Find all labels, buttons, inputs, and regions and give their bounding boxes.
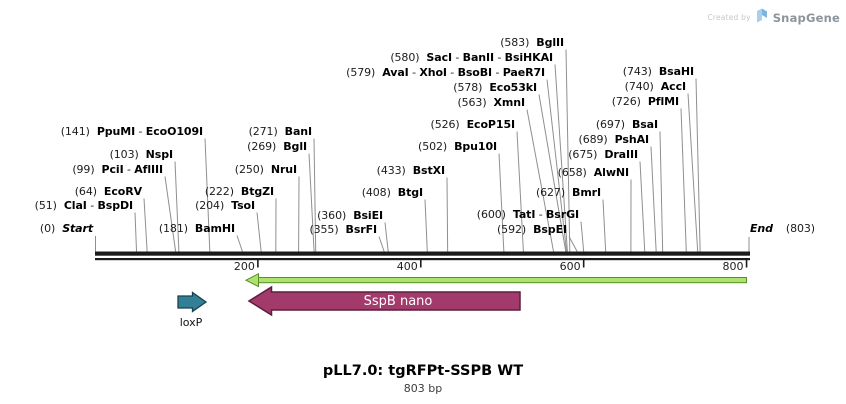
leader-line [174, 161, 180, 252]
leader-line [639, 161, 646, 252]
enzyme-site-label: (103)NspI [109, 148, 174, 161]
enzyme-site-label: (579)AvaI - XhoI - BsoBI - PaeR7I [346, 66, 545, 79]
enzyme-site-label: (580)SacI - BanII - BsiHKAI [390, 51, 553, 64]
leader-line [602, 199, 607, 252]
leader-line [687, 93, 699, 252]
leader-line [446, 177, 449, 252]
leader-line [308, 153, 315, 252]
watermark: Created by SnapGene [707, 8, 840, 27]
enzyme-site-label: (583)BglII [500, 36, 564, 49]
leader-line [554, 64, 568, 252]
enzyme-site-label: (64)EcoRV [74, 185, 142, 198]
leader-line [516, 131, 524, 252]
enzyme-site-label: (726)PflMI [611, 95, 679, 108]
leader-line [378, 236, 385, 252]
enzyme-site-label: (600)TatI - BsrGI [476, 208, 579, 221]
ruler-tick-label: 400 [396, 260, 418, 273]
leader-line [659, 131, 664, 252]
leader-line [526, 109, 555, 252]
leader-line [164, 176, 177, 252]
enzyme-site-label: (355)BsrFI [309, 223, 377, 236]
enzyme-site-label: (697)BsaI [595, 118, 658, 131]
ruler-bar-bottom [95, 258, 750, 261]
leader-line [313, 138, 317, 252]
enzyme-site-label: (408)BtgI [361, 186, 423, 199]
enzyme-site-label: (675)DraIII [568, 148, 638, 161]
leader-line [236, 235, 243, 252]
snapgene-brand-text: SnapGene [772, 10, 840, 25]
leader-line [695, 78, 701, 252]
enzyme-site-label: (360)BsiEI [317, 209, 383, 222]
leader-line [580, 221, 585, 252]
plasmid-title: pLL7.0: tgRFPt-SSPB WT [322, 363, 524, 379]
enzyme-site-label: (627)BmrI [535, 186, 601, 199]
enzyme-site-label: (271)BanI [248, 125, 313, 138]
enzyme-site-label: (743)BsaHI [622, 65, 694, 78]
enzyme-site-label: (250)NruI [234, 163, 297, 176]
green-span-arrow-shaft [257, 277, 747, 284]
leader-line [568, 236, 578, 252]
enzyme-site-label: (269)BglI [247, 140, 307, 153]
leader-line [384, 222, 389, 252]
ruler-bar-top [95, 251, 750, 256]
ruler-tick-label: 200 [233, 260, 255, 273]
enzyme-site-label: (433)BstXI [376, 164, 445, 177]
leader-line [204, 138, 211, 252]
loxp-arrow [177, 291, 208, 313]
leader-line [650, 146, 657, 252]
enzyme-site-label: (740)AccI [624, 80, 686, 93]
enzyme-site-label: (204)TsoI [195, 199, 255, 212]
leader-line [256, 212, 262, 252]
ruler-tick-label: 600 [559, 260, 581, 273]
plasmid-length: 803 bp [403, 382, 443, 395]
feature-label-sspb-nano: SspB nano [363, 293, 433, 309]
enzyme-site-label: (181)BamHI [158, 222, 235, 235]
enzyme-site-label: (222)BtgZI [204, 185, 274, 198]
snapgene-logo-icon [756, 8, 768, 27]
sspb-nano-arrow [247, 285, 521, 317]
end-label: End(803) [750, 222, 816, 235]
created-by-text: Created by [707, 13, 751, 22]
green-span-arrowhead [244, 272, 259, 288]
enzyme-site-label: (689)PshAI [578, 133, 650, 146]
leader-line [424, 199, 428, 252]
enzyme-site-label: (141)PpuMI - EcoO109I [60, 125, 203, 138]
leader-line [680, 108, 687, 252]
enzyme-site-label: (51)ClaI - BspDI [34, 199, 133, 212]
leader-line [134, 212, 138, 252]
enzyme-site-label: (658)AlwNI [557, 166, 629, 179]
enzyme-site-label: (592)BspEI [496, 223, 567, 236]
start-label: (0)Start [39, 222, 93, 235]
enzyme-site-label: (563)XmnI [457, 96, 525, 109]
enzyme-site-label: (99)PciI - AflIII [72, 163, 163, 176]
enzyme-site-label: (502)Bpu10I [418, 140, 497, 153]
enzyme-site-label: (578)Eco53kI [453, 81, 537, 94]
leader-line [546, 79, 568, 252]
leader-line [538, 94, 567, 252]
leader-line [565, 49, 571, 252]
ruler-tick-label: 800 [722, 260, 744, 273]
leader-line [498, 153, 505, 252]
leader-line [143, 198, 148, 252]
enzyme-site-label: (526)EcoP15I [430, 118, 516, 131]
feature-label-loxp: loxP [179, 316, 203, 329]
